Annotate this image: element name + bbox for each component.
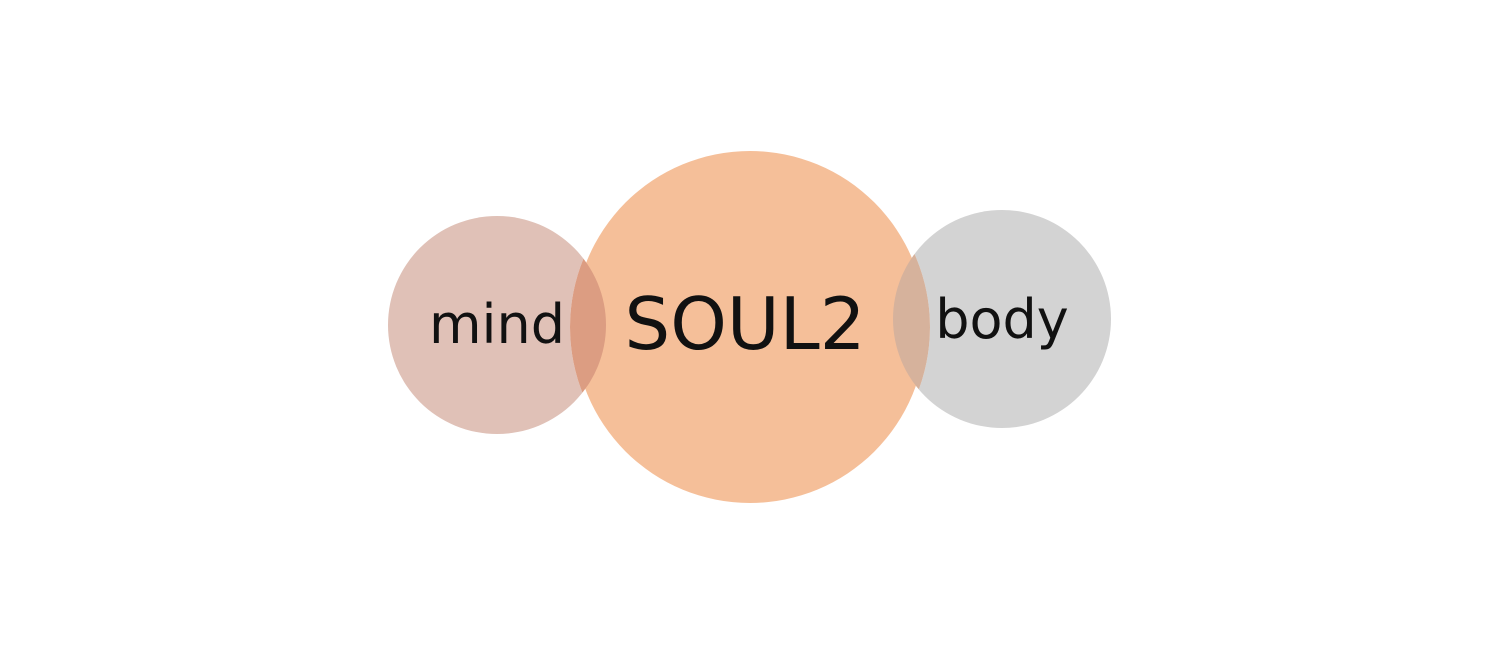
- body-circle: [893, 210, 1111, 428]
- body-label: body: [935, 288, 1069, 351]
- mind-label: mind: [429, 293, 565, 356]
- soul-circle: [574, 151, 926, 503]
- soul-label: SOUL2: [625, 282, 866, 366]
- mind-circle: [388, 216, 606, 434]
